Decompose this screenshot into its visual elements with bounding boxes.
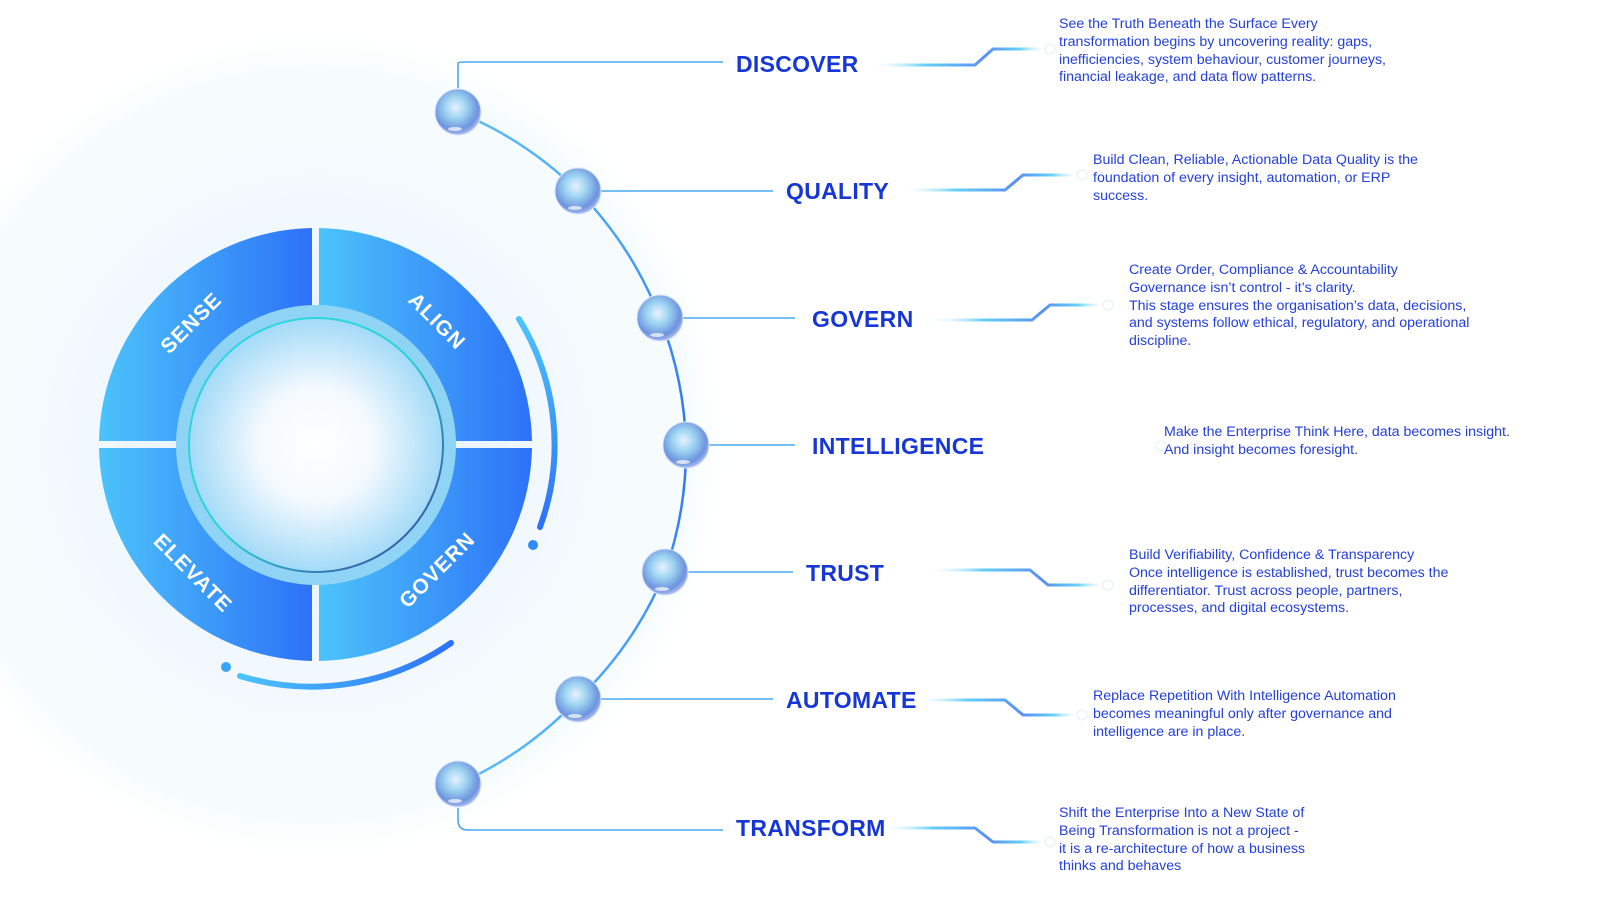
stage-node-govern[interactable] [636,294,684,342]
stage-label-govern[interactable]: GOVERN [812,306,914,332]
decorative-dot-bottom [221,662,231,672]
decorative-arc-bottom [237,640,454,690]
stage-node-automate[interactable] [554,675,602,723]
sphere-highlight [655,587,669,591]
connector-end-dot-intelligence [1155,440,1167,452]
sphere-icon [636,294,684,342]
sphere-icon [554,675,602,723]
connector-transform [884,826,1046,844]
decorative-arc-right [516,316,558,530]
connector-end-dot-govern [1102,299,1114,311]
decorative-dot-right [528,540,538,550]
sphere-highlight [448,799,462,803]
leader-line-discover [457,61,723,88]
wheel-segment-elevate[interactable] [99,448,312,661]
sphere-icon [434,88,482,136]
sphere-highlight [568,206,582,210]
sphere-highlight [650,333,664,337]
stage-description-automate: Replace Repetition With Intelligence Aut… [1093,688,1396,740]
sphere-icon [641,548,689,596]
connector-end-dot-transform [1044,836,1056,848]
sphere-highlight [448,127,462,131]
stage-node-quality[interactable] [554,167,602,215]
connector-automate [918,698,1078,717]
stage-label-quality[interactable]: QUALITY [786,178,890,204]
stage-node-discover[interactable] [434,88,482,136]
sphere-icon [434,760,482,808]
connector-end-dot-quality [1076,169,1088,181]
sphere-highlight [568,714,582,718]
stage-description-intelligence: Make the Enterprise Think Here, data bec… [1164,424,1510,458]
sphere-icon [554,167,602,215]
wheel-core [188,317,444,573]
process-wheel: SENSE ALIGN GOVERN ELEVATE [99,228,558,690]
stage-label-discover[interactable]: DISCOVER [736,51,859,77]
stage-label-trust[interactable]: TRUST [806,560,885,586]
stage-description-trust: Build Verifiability, Confidence & Transp… [1129,547,1449,617]
leader-line-transform [457,808,723,831]
stage-description-quality: Build Clean, Reliable, Actionable Data Q… [1093,152,1418,204]
connector-trust [930,568,1104,587]
wheel-segment-govern[interactable] [319,448,532,661]
stage-node-intelligence[interactable] [662,421,710,469]
wheel-segment-align[interactable] [319,228,532,441]
stage-description-discover: See the Truth Beneath the Surface Every … [1059,16,1386,86]
connector-discover [873,47,1046,67]
connector-govern [931,303,1104,322]
connector-quality [903,173,1078,192]
sphere-highlight [676,460,690,464]
connector-end-dot-discover [1044,43,1056,55]
stage-description-govern: Create Order, Compliance & Accountabilit… [1129,262,1470,350]
sphere-icon [662,421,710,469]
connector-end-dot-trust [1102,579,1114,591]
stage-label-transform[interactable]: TRANSFORM [736,815,886,841]
wheel-segment-sense[interactable] [99,228,312,441]
stage-label-automate[interactable]: AUTOMATE [786,687,917,713]
stage-node-transform[interactable] [434,760,482,808]
stage-description-transform: Shift the Enterprise Into a New State of… [1059,805,1306,875]
stage-node-trust[interactable] [641,548,689,596]
connector-end-dot-automate [1076,709,1088,721]
stage-label-intelligence[interactable]: INTELLIGENCE [812,433,985,459]
